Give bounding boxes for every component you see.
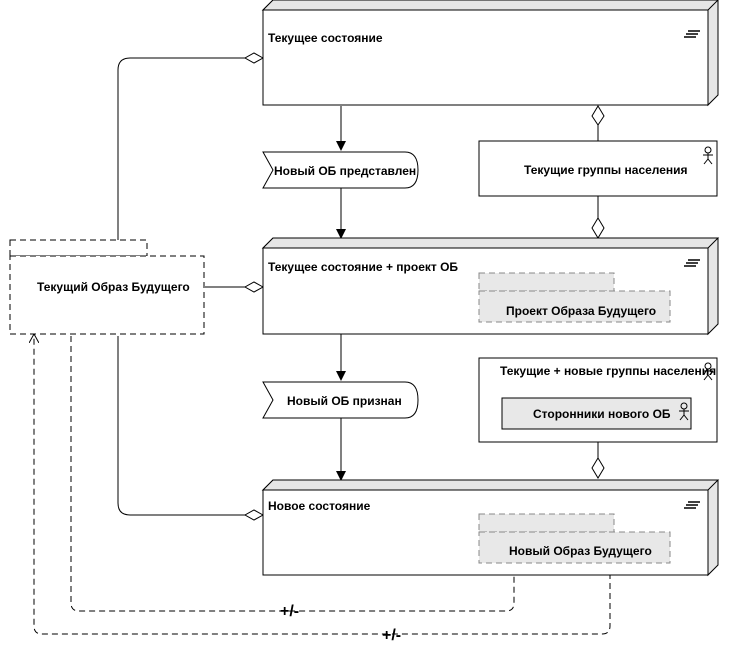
actor-icon (679, 402, 689, 421)
node-state-project[interactable]: Текущее состояние + проект ОБ Проект Обр… (261, 237, 720, 336)
feedback-outer-loop (34, 334, 611, 635)
aggregation-diamond (591, 217, 605, 239)
current-image-package[interactable]: Текущий Образ Будущего (9, 239, 205, 335)
inner-loop-label: +/- (280, 603, 299, 620)
project-image-package[interactable]: Проект Образа Будущего (478, 272, 671, 323)
node-icon (684, 501, 700, 509)
event-recognized[interactable]: Новый ОБ признан (262, 381, 419, 419)
node-new-state[interactable]: Новое состояние Новый Образ Будущего (261, 479, 720, 577)
edge-image-to-new-state (117, 336, 245, 516)
supporters-group[interactable]: Сторонники нового ОБ (501, 397, 692, 430)
node-title: Новое состояние (268, 499, 371, 513)
node-icon (684, 259, 700, 267)
node-title: Текущее состояние + проект ОБ (268, 260, 458, 274)
outer-loop-label: +/- (382, 627, 401, 644)
event-label: Новый ОБ представлен (274, 164, 416, 178)
aggregation-diamond (243, 281, 265, 293)
package-label: Новый Образ Будущего (509, 544, 652, 558)
aggregation-diamond (243, 509, 265, 521)
group-current-new[interactable]: Текущие + новые группы населения Сторонн… (478, 357, 718, 443)
group-label: Сторонники нового ОБ (533, 407, 671, 421)
aggregation-diamond (591, 105, 605, 126)
group-current[interactable]: Текущие группы населения (478, 140, 718, 197)
node-icon (684, 30, 700, 38)
new-image-package[interactable]: Новый Образ Будущего (478, 513, 671, 564)
node-current-state[interactable]: Текущее состояние (261, 0, 719, 107)
group-label: Текущие + новые группы населения (500, 364, 716, 378)
aggregation-diamond (243, 52, 265, 64)
group-label: Текущие группы населения (524, 163, 688, 177)
package-label: Текущий Образ Будущего (37, 280, 190, 294)
aggregation-diamond (591, 457, 605, 479)
actor-icon (703, 146, 713, 165)
actor-icon (703, 362, 713, 381)
feedback-inner-loop (70, 336, 514, 612)
event-presented[interactable]: Новый ОБ представлен (262, 151, 419, 189)
edge-image-to-current-state (117, 57, 245, 240)
event-label: Новый ОБ признан (287, 394, 402, 408)
package-label: Проект Образа Будущего (506, 304, 656, 318)
node-title: Текущее состояние (268, 31, 383, 45)
